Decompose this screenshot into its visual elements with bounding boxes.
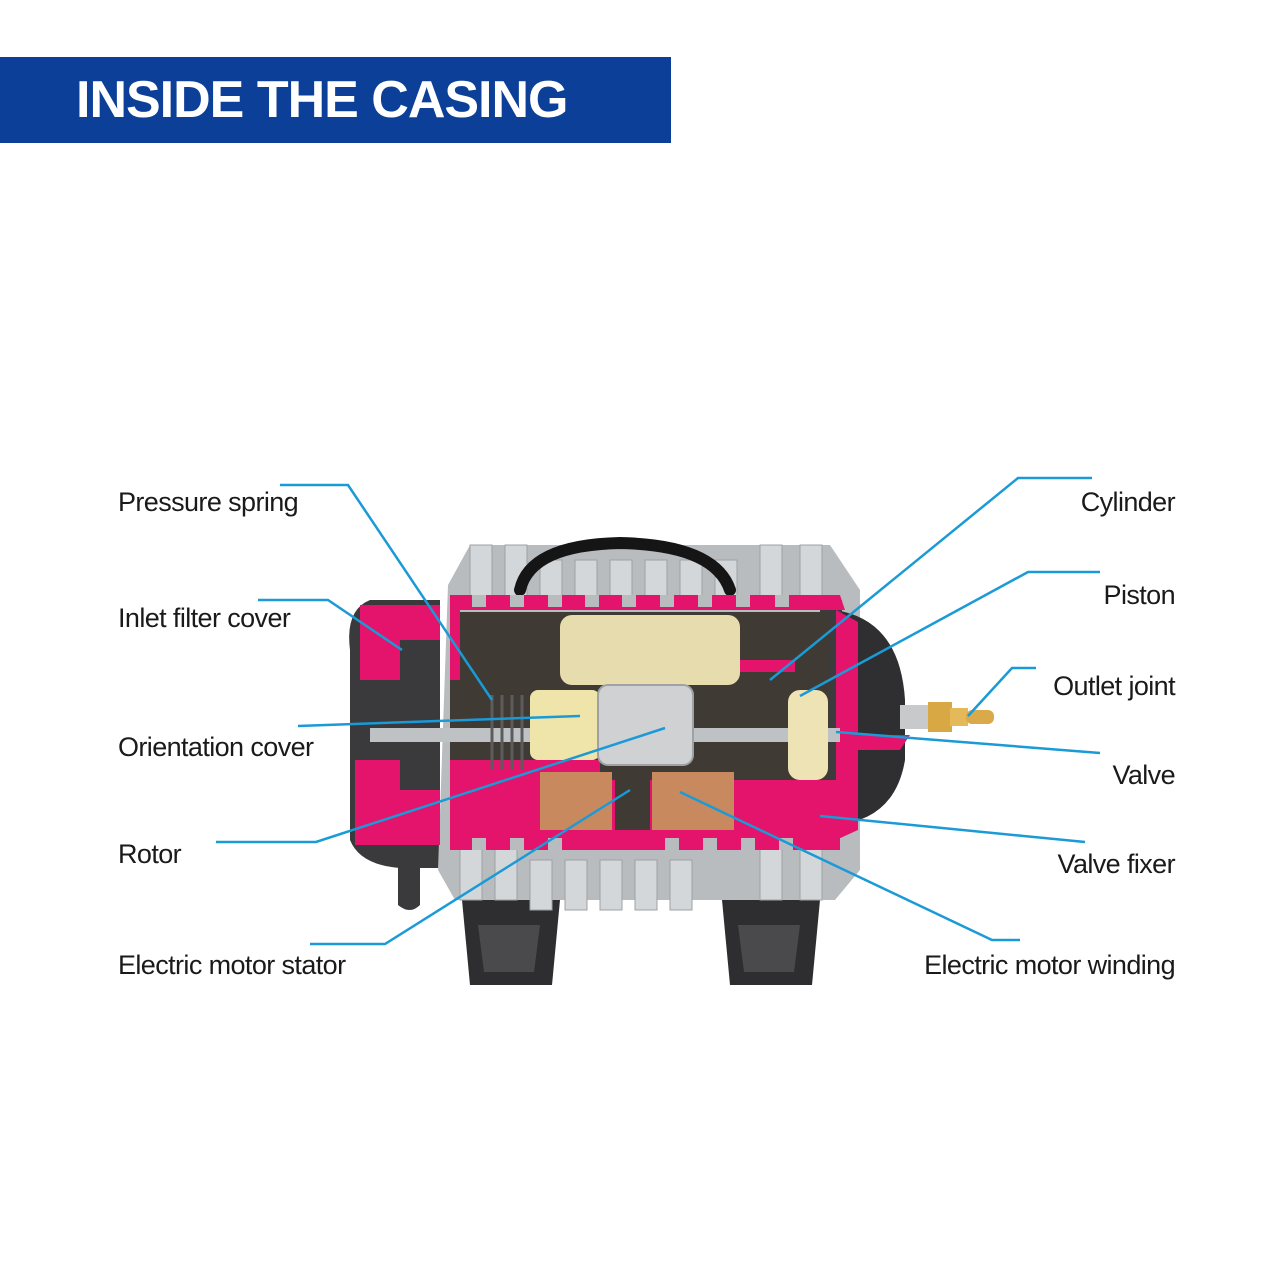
cylinder-chamber (560, 615, 740, 685)
leader-piston (799, 570, 1100, 698)
pressure-spring (490, 695, 524, 770)
label-rotor: Rotor (118, 839, 182, 869)
label-orientation-cover: Orientation cover (118, 732, 314, 762)
label-pressure-spring: Pressure spring (118, 487, 299, 517)
leader-lines (216, 476, 1101, 946)
label-electric-motor-winding: Electric motor winding (924, 950, 1176, 980)
orientation-cover-body (530, 690, 600, 760)
casing-notches (472, 595, 793, 850)
carry-handle (514, 536, 736, 596)
leader-electric-motor-stator (310, 788, 631, 946)
label-outlet-joint: Outlet joint (1053, 671, 1175, 701)
piston-body (788, 690, 828, 780)
motor-winding-right (652, 772, 734, 830)
cylinder-wall (740, 660, 795, 672)
leader-pressure-spring (280, 483, 494, 701)
leader-outlet-joint (967, 666, 1036, 717)
leader-cylinder (769, 476, 1092, 681)
mounting-feet (462, 900, 820, 985)
banner-title: INSIDE THE CASING (76, 71, 568, 129)
label-electric-motor-stator: Electric motor stator (118, 950, 346, 980)
label-cylinder: Cylinder (1080, 487, 1176, 517)
label-valve-fixer: Valve fixer (1057, 849, 1176, 879)
outlet-joint-nozzle (900, 702, 994, 732)
label-inlet-filter-cover: Inlet filter cover (118, 603, 291, 633)
leader-rotor (216, 726, 666, 844)
leader-orientation-cover (297, 714, 581, 728)
leader-valve (835, 730, 1101, 755)
title-banner: INSIDE THE CASING (0, 57, 671, 143)
leader-valve-fixer (819, 814, 1086, 844)
leader-electric-motor-winding (679, 790, 1020, 942)
leader-inlet-filter-cover (258, 598, 403, 652)
rotor-body (597, 684, 694, 766)
label-valve: Valve (1112, 760, 1175, 790)
motor-winding-left (540, 772, 612, 830)
label-piston: Piston (1103, 580, 1176, 610)
